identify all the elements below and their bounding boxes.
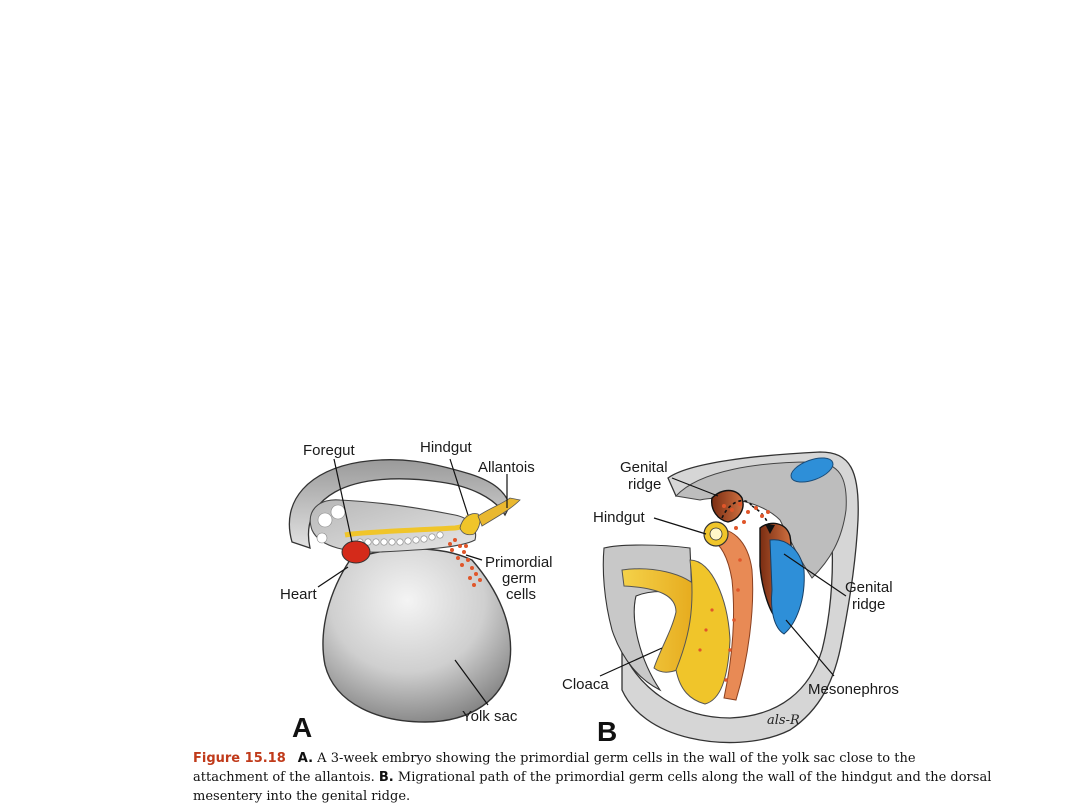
somites <box>316 504 444 546</box>
label-yolk-sac: Yolk sac <box>462 708 518 725</box>
primordial-germ-cells-b <box>698 502 770 682</box>
label-hindgut-b: Hindgut <box>593 509 646 526</box>
label-genital-ridge-right-line2: ridge <box>852 596 885 613</box>
genital-ridge-right-leader <box>783 553 847 597</box>
caption-b-text: Migrational path of the primordial germ … <box>193 770 992 804</box>
artist-signature: als-R <box>767 713 800 728</box>
label-genital-ridge-right-line1: Genital <box>845 579 893 596</box>
hindgut-leader-a <box>449 458 469 516</box>
allantois-shape <box>477 497 521 527</box>
caption-a-label: A. <box>297 751 314 766</box>
label-cloaca: Cloaca <box>562 676 609 693</box>
hindgut-leader-b <box>653 517 707 535</box>
genital-ridge-top-leader <box>671 477 719 497</box>
arrowhead <box>765 524 775 534</box>
label-pgc-line1: Primordial <box>485 554 553 571</box>
hindgut-lumen <box>709 527 723 541</box>
panel-letter-a: A <box>292 712 312 743</box>
label-allantois: Allantois <box>478 459 535 476</box>
genital-ridge-upper-shape <box>711 489 744 523</box>
label-mesonephros: Mesonephros <box>808 681 899 698</box>
cloaca-leader <box>599 647 663 677</box>
pgc-leader <box>465 554 483 561</box>
label-hindgut-a: Hindgut <box>420 439 473 456</box>
hindgut-shape <box>459 513 481 536</box>
panel-b-drawing <box>599 451 859 744</box>
cloaca-shape <box>675 559 731 705</box>
migration-arrow-1 <box>721 499 753 519</box>
mesonephros-shape <box>769 539 805 635</box>
label-foregut: Foregut <box>303 442 356 459</box>
mesonephros-leader <box>785 619 835 677</box>
yolk-sac-leader <box>454 659 489 706</box>
primordial-germ-cells-a <box>448 538 482 587</box>
foregut-leader <box>333 458 353 543</box>
yolk-sac-shape <box>322 548 512 723</box>
panel-a-drawing <box>288 458 521 723</box>
figure-number: Figure 15.18 <box>193 751 286 766</box>
hindgut-b-shape <box>621 568 704 673</box>
label-genital-ridge-top-line1: Genital <box>620 459 668 476</box>
label-pgc-line3: cells <box>506 586 536 603</box>
heart-shape <box>341 540 371 564</box>
neural-tube-shape <box>790 457 834 483</box>
caption-a-text: A 3-week embryo showing the primordial g… <box>193 751 916 785</box>
figure-caption: Figure 15.18 A. A 3-week embryo showing t… <box>193 749 993 806</box>
label-heart: Heart <box>280 586 318 603</box>
dorsal-mesentery-shape <box>711 528 754 701</box>
caption-b-label: B. <box>378 770 394 785</box>
heart-leader <box>317 566 349 588</box>
label-pgc-line2: germ <box>502 570 536 587</box>
label-genital-ridge-top-line2: ridge <box>628 476 661 493</box>
panel-letter-b: B <box>597 716 617 747</box>
